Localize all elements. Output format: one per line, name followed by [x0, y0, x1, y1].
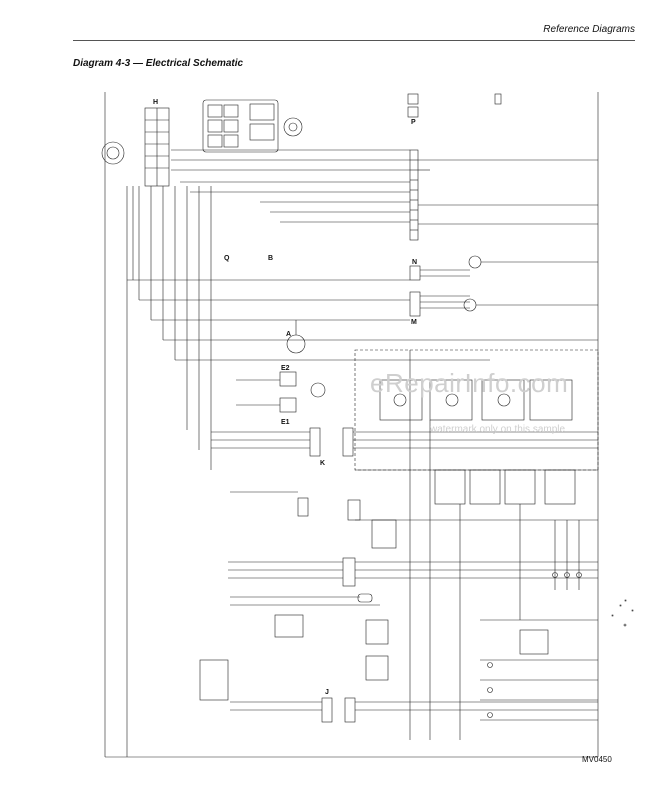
diagram-title: Diagram 4-3 — Electrical Schematic	[73, 58, 244, 69]
connector-letter: H	[153, 99, 158, 106]
watermark-main: eRepairInfo.com	[370, 368, 569, 398]
connector-letters: H P N M Q B A E2 E1 K J	[153, 99, 417, 696]
connector-letter: Q	[224, 255, 230, 262]
watermark-sub: watermark only on this sample	[430, 424, 566, 435]
connector-letter: K	[320, 460, 325, 467]
connector-letter: J	[325, 689, 329, 696]
connector-letter: N	[412, 259, 417, 266]
figure-code: MV0450	[582, 755, 612, 764]
connector-letter: A	[286, 331, 291, 338]
connector-letter: M	[411, 319, 417, 326]
connector-letter: P	[411, 119, 416, 126]
connector-letter: E1	[281, 419, 290, 426]
header-rule	[73, 40, 635, 41]
section-header: Reference Diagrams	[543, 24, 635, 35]
connector-letter: E2	[281, 365, 290, 372]
connector-letter: B	[268, 255, 273, 262]
